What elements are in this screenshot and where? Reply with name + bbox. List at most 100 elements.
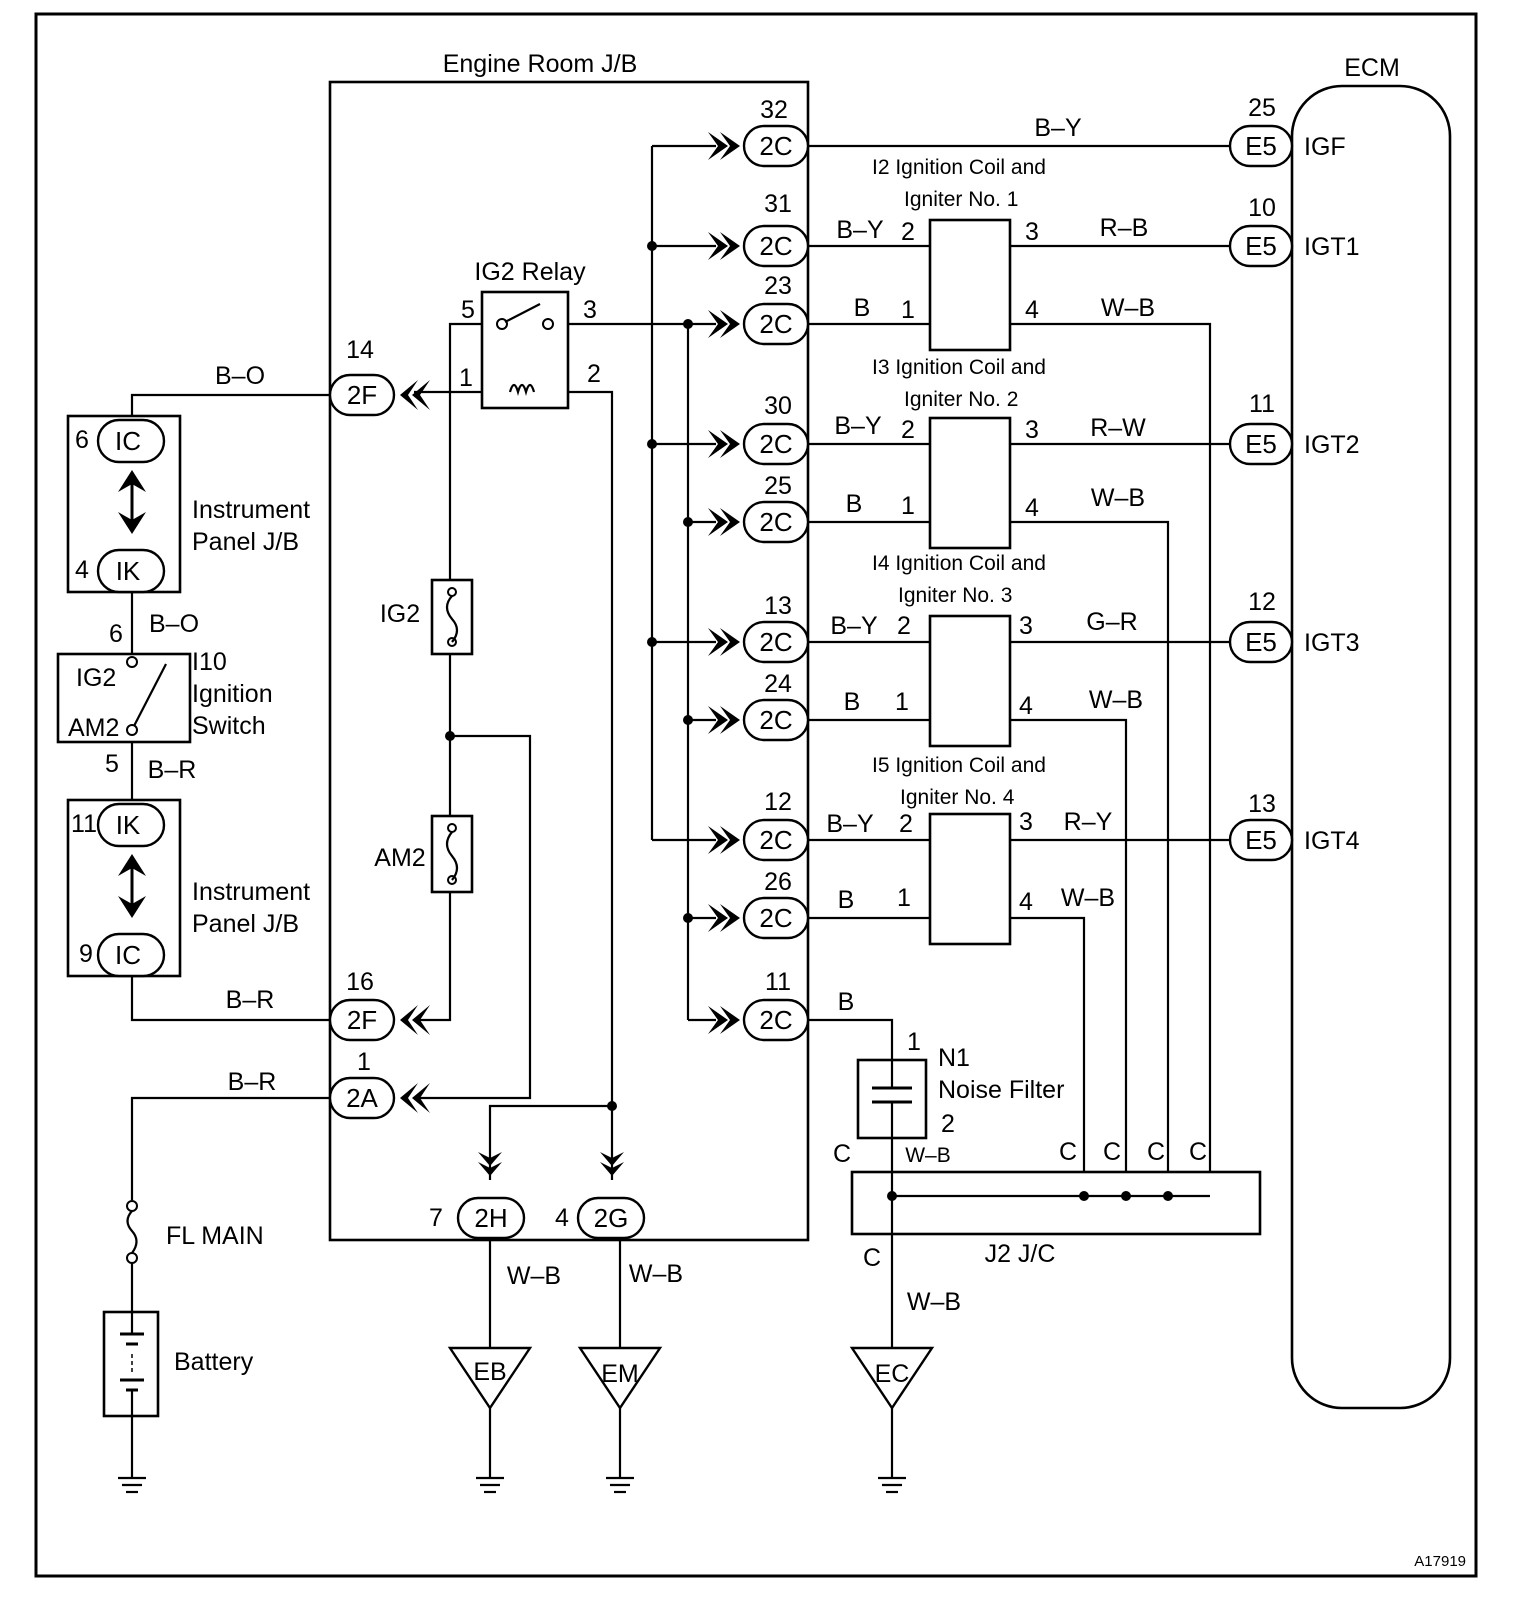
- connector-2c-13: 2C 13: [652, 592, 810, 664]
- am2-fuse-label: AM2: [374, 844, 425, 872]
- svg-text:2C: 2C: [759, 507, 792, 537]
- svg-text:2G: 2G: [594, 1203, 629, 1233]
- svg-text:2: 2: [941, 1110, 955, 1138]
- svg-text:1: 1: [357, 1048, 371, 1076]
- svg-text:13: 13: [1248, 790, 1276, 818]
- wire-coil1-in: B–Y: [836, 216, 884, 244]
- svg-text:13: 13: [764, 592, 792, 620]
- svg-text:IK: IK: [116, 556, 141, 586]
- svg-text:AM2: AM2: [68, 714, 119, 742]
- svg-text:3: 3: [1025, 218, 1039, 246]
- coil-4: I5 Ignition Coil and Igniter No. 4 2 3 1…: [872, 754, 1046, 946]
- svg-text:Ignition: Ignition: [192, 680, 273, 708]
- connector-2c-24: 2C 24: [688, 670, 810, 742]
- connector-2c-23: 2C 23: [688, 272, 810, 346]
- svg-text:4: 4: [555, 1204, 569, 1232]
- wire-coil2-out: R–W: [1090, 414, 1146, 442]
- connector-2h-7: 2H 7: [429, 1152, 526, 1240]
- ecm-pin-13: 13 E5 IGT4: [1228, 790, 1360, 862]
- connector-2c-25: 2C 25: [688, 472, 810, 544]
- coil-2: I3 Ignition Coil and Igniter No. 2 2 3 1…: [872, 356, 1046, 550]
- noise-filter: 1 N1 Noise Filter 2: [856, 1028, 1064, 1140]
- svg-text:E5: E5: [1245, 627, 1277, 657]
- j2-jc: J2 J/C C C C C C C: [833, 1138, 1262, 1272]
- wire-coil3-out: G–R: [1086, 608, 1137, 636]
- svg-text:EC: EC: [875, 1360, 910, 1388]
- fl-main-fuse: FL MAIN: [126, 1200, 264, 1264]
- svg-text:2C: 2C: [759, 705, 792, 735]
- svg-text:25: 25: [1248, 94, 1276, 122]
- engine-room-jb-label: Engine Room J/B: [443, 50, 638, 78]
- coil-3: I4 Ignition Coil and Igniter No. 3 2 3 1…: [872, 552, 1046, 748]
- ecm: ECM: [1290, 54, 1452, 1410]
- svg-text:2: 2: [897, 612, 911, 640]
- svg-text:3: 3: [1025, 416, 1039, 444]
- svg-text:25: 25: [764, 472, 792, 500]
- ground-ec: EC: [849, 1346, 935, 1494]
- svg-text:32: 32: [760, 96, 788, 124]
- ig2-fuse: IG2: [380, 578, 474, 656]
- engine-room-jb: Engine Room J/B: [328, 50, 810, 1242]
- svg-text:C: C: [1059, 1138, 1077, 1166]
- j2-jc-label: J2 J/C: [985, 1240, 1056, 1268]
- svg-text:31: 31: [764, 190, 792, 218]
- ignition-switch: IG2 AM2 I10 Ignition Switch: [56, 648, 273, 744]
- svg-text:2C: 2C: [759, 429, 792, 459]
- svg-text:2C: 2C: [759, 1005, 792, 1035]
- wire-bo-mid: B–O: [149, 610, 199, 638]
- relay-pin-5: 5: [461, 296, 475, 324]
- svg-text:C: C: [1103, 1138, 1121, 1166]
- svg-text:26: 26: [764, 868, 792, 896]
- wire-coil1-out: R–B: [1100, 214, 1149, 242]
- svg-text:9: 9: [79, 940, 93, 968]
- svg-text:1: 1: [907, 1028, 921, 1056]
- ecm-pin-25: 25 E5 IGF: [1228, 94, 1346, 168]
- svg-text:1: 1: [901, 296, 915, 324]
- wire-coil1-b: B: [854, 294, 871, 322]
- svg-text:10: 10: [1248, 194, 1276, 222]
- svg-text:IG2: IG2: [76, 664, 116, 692]
- svg-text:11: 11: [71, 810, 97, 838]
- svg-text:4: 4: [1019, 692, 1033, 720]
- connector-2c-11: 2C 11: [688, 968, 810, 1042]
- wire-coil1-gnd: W–B: [1101, 294, 1155, 322]
- svg-text:24: 24: [764, 670, 792, 698]
- svg-text:4: 4: [1025, 296, 1039, 324]
- svg-text:30: 30: [764, 392, 792, 420]
- ground-battery: [118, 1416, 146, 1494]
- wire-coil2-gnd: W–B: [1091, 484, 1145, 512]
- svg-text:2: 2: [901, 416, 915, 444]
- svg-text:2: 2: [901, 218, 915, 246]
- ground-eb: EB: [447, 1346, 533, 1494]
- svg-text:5: 5: [105, 750, 119, 778]
- svg-text:I10: I10: [192, 648, 227, 676]
- svg-text:2C: 2C: [759, 627, 792, 657]
- svg-text:Switch: Switch: [192, 712, 266, 740]
- instrument-panel-jb-top: 6 IC 4 IK Instrument Panel J/B: [66, 414, 310, 594]
- svg-text:Igniter No. 1: Igniter No. 1: [904, 188, 1018, 211]
- svg-text:4: 4: [1025, 494, 1039, 522]
- svg-text:1: 1: [895, 688, 909, 716]
- svg-text:1: 1: [897, 884, 911, 912]
- svg-text:EM: EM: [601, 1360, 639, 1388]
- svg-text:IC: IC: [115, 940, 141, 970]
- wire-bo-top: B–O: [215, 362, 265, 390]
- svg-text:Noise Filter: Noise Filter: [938, 1076, 1064, 1104]
- svg-text:11: 11: [765, 968, 791, 996]
- wire-coil3-gnd: W–B: [1089, 686, 1143, 714]
- ground-em: EM: [577, 1346, 663, 1494]
- svg-text:C: C: [833, 1140, 851, 1168]
- connector-2c-32: 2C 32: [652, 96, 810, 168]
- svg-text:IGT1: IGT1: [1304, 233, 1360, 261]
- svg-text:16: 16: [346, 968, 374, 996]
- ig2-relay-label: IG2 Relay: [474, 258, 586, 286]
- svg-text:Igniter No. 2: Igniter No. 2: [904, 388, 1018, 411]
- ecm-label: ECM: [1344, 54, 1400, 82]
- svg-text:IGF: IGF: [1304, 133, 1346, 161]
- wire-br-main: B–R: [228, 1068, 277, 1096]
- ipjb-bottom-label-2: Panel J/B: [192, 910, 299, 938]
- ecm-pin-12: 12 E5 IGT3: [1228, 588, 1360, 664]
- svg-text:IK: IK: [116, 810, 141, 840]
- svg-text:I3 Ignition Coil and: I3 Ignition Coil and: [872, 356, 1046, 379]
- svg-text:14: 14: [346, 336, 374, 364]
